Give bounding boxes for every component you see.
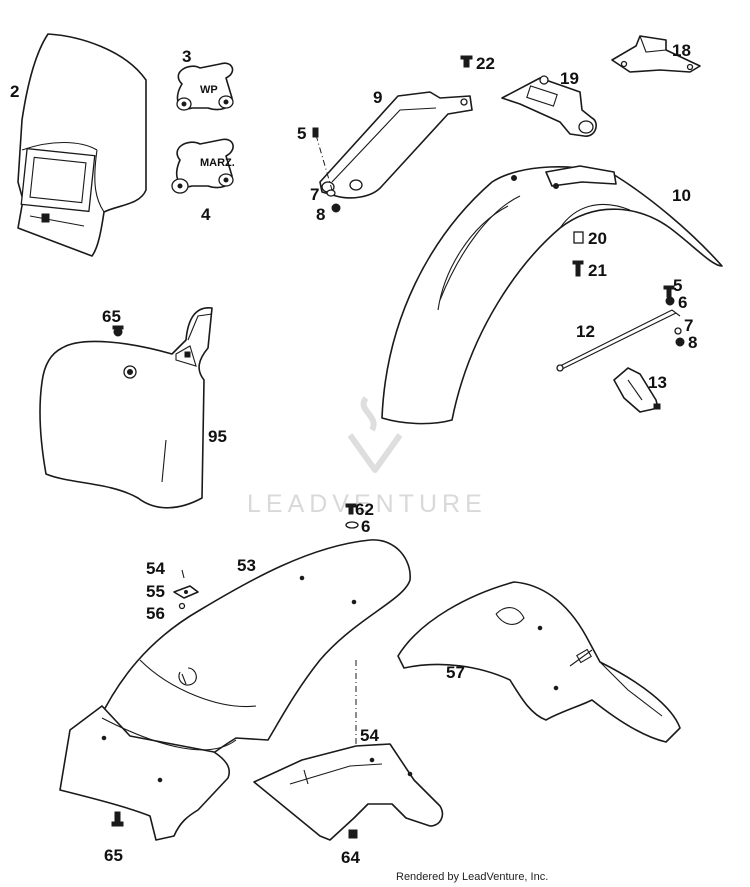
callout-55: 55: [146, 582, 165, 601]
callout-7-upper: 7: [310, 185, 319, 204]
screw-65-upper-part: [112, 325, 124, 337]
callout-62: 62: [355, 500, 374, 519]
callout-19: 19: [560, 69, 579, 88]
callout-65-lower: 65: [104, 846, 123, 865]
leadventure-logo: [347, 433, 403, 473]
clip-13-part: [613, 367, 661, 413]
callout-65-upper: 65: [102, 307, 121, 326]
callout-22: 22: [476, 54, 495, 73]
callout-10: 10: [672, 186, 691, 205]
fender-brace-part: [312, 91, 473, 213]
callout-12: 12: [576, 322, 595, 341]
callout-21: 21: [588, 261, 607, 280]
callout-20: 20: [588, 229, 607, 248]
callout-6-lower: 6: [361, 517, 370, 536]
callout-54-upper: 54: [146, 559, 165, 578]
front-fender-part: [381, 165, 723, 425]
rear-mudflap-part: [253, 743, 444, 841]
rear-fender-part: [59, 539, 411, 841]
callout-5-upper: 5: [297, 124, 306, 143]
rear-fender-section-part: [397, 581, 681, 743]
headlight-bracket-part: [501, 75, 597, 137]
callout-53: 53: [237, 556, 256, 575]
callout-54-lower: 54: [360, 726, 379, 745]
cable-guide-part: [556, 285, 685, 372]
callout-9: 9: [373, 88, 382, 107]
marz-fork-clamp-part: MARZ.: [171, 138, 235, 194]
callout-2: 2: [10, 82, 19, 101]
callout-5-lower: 5: [673, 276, 682, 295]
front-number-plate-part: [39, 307, 213, 509]
watermark-text: LEADVENTURE: [247, 490, 487, 518]
screw-22-part: [460, 55, 473, 68]
callout-6-upper: 6: [678, 293, 687, 312]
callout-18: 18: [672, 41, 691, 60]
spacer-20-part: [573, 231, 584, 244]
callout-57: 57: [446, 663, 465, 682]
callout-56: 56: [146, 604, 165, 623]
variant-label-marz: MARZ.: [200, 157, 235, 169]
variant-label-wp: WP: [200, 84, 218, 96]
callout-13: 13: [648, 373, 667, 392]
callout-8-lower: 8: [688, 333, 697, 352]
callout-4: 4: [201, 205, 211, 224]
screw-62-part: [345, 503, 359, 529]
callout-8-upper: 8: [316, 205, 325, 224]
headlight-mask-part: [17, 33, 147, 257]
screw-65-lower-part: [111, 811, 124, 827]
leadventure-watermark: LEADVENTURE: [247, 396, 487, 518]
wp-fork-clamp-part: WP: [176, 62, 234, 111]
callout-labels: 2 3 4 5 7 8 9 22 19 18 10 20 21 5 6 7 8 …: [10, 41, 697, 867]
footer-credit: Rendered by LeadVenture, Inc.: [396, 871, 548, 883]
callout-64: 64: [341, 848, 360, 867]
hardware-54-55-56-part: [173, 569, 199, 610]
nut-64-part: [348, 829, 358, 839]
screw-21-part: [572, 260, 584, 277]
callout-95: 95: [208, 427, 227, 446]
bracket-18-part: [611, 35, 701, 73]
callout-7-lower: 7: [684, 316, 693, 335]
callout-3: 3: [182, 47, 191, 66]
